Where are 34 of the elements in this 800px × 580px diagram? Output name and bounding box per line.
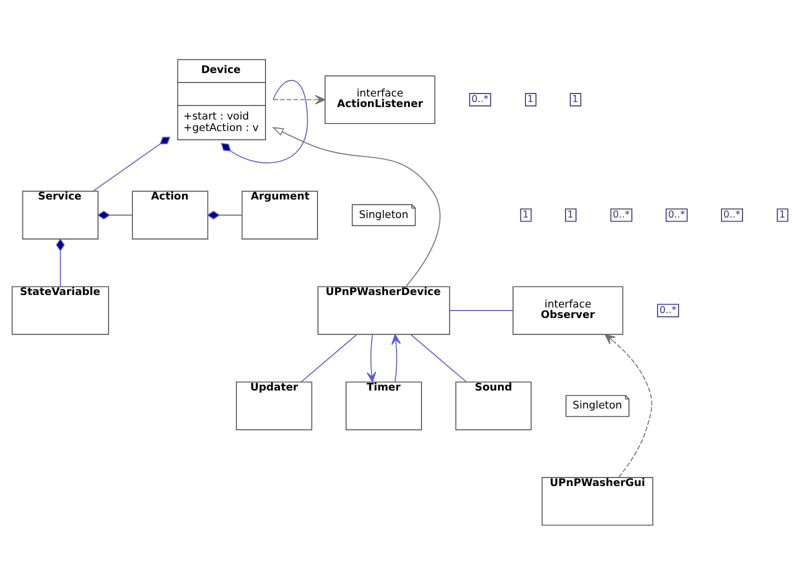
connector bbox=[92, 136, 170, 192]
label: 1 bbox=[527, 94, 534, 105]
arrow bbox=[272, 94, 326, 104]
node-box: Timer bbox=[346, 381, 422, 430]
label: 1 bbox=[779, 209, 786, 220]
arrow bbox=[604, 334, 652, 478]
node-box: StateVariable bbox=[12, 286, 110, 334]
label: 1 bbox=[522, 209, 529, 220]
node-box: Argument bbox=[242, 190, 318, 239]
node-box: interface Observer bbox=[512, 286, 624, 334]
connector bbox=[56, 238, 65, 286]
label: 0..* bbox=[723, 209, 740, 220]
arrow bbox=[366, 334, 376, 382]
label: 0..* bbox=[612, 209, 630, 220]
node-box: interface ActionListener bbox=[324, 74, 436, 124]
label: 1 bbox=[567, 209, 574, 220]
node-box: Service bbox=[22, 190, 99, 239]
connector bbox=[220, 79, 308, 163]
node-box: UPnPWasherDevice bbox=[317, 286, 450, 334]
label: 1 bbox=[572, 94, 578, 105]
label: 0..* bbox=[668, 209, 685, 220]
arrow bbox=[272, 126, 440, 286]
label: 0..* bbox=[659, 304, 676, 316]
connector bbox=[206, 210, 243, 220]
connector bbox=[449, 310, 514, 311]
connector bbox=[410, 334, 467, 382]
label: 0..* bbox=[472, 94, 488, 105]
node-box: Updater bbox=[236, 381, 312, 430]
node-box: Action bbox=[132, 190, 208, 239]
connector bbox=[300, 334, 358, 382]
connector bbox=[97, 210, 133, 220]
arrow bbox=[391, 334, 401, 382]
node-box: UPnPWasherGui bbox=[542, 476, 654, 526]
node-box: Sound bbox=[455, 381, 532, 430]
